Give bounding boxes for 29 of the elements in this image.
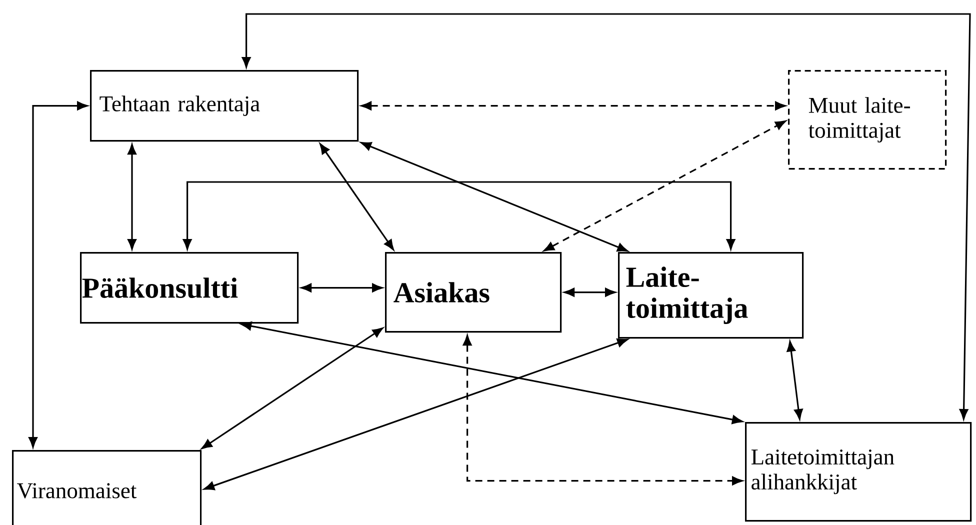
arrow — [240, 322, 743, 424]
box-label: Tehtaan rakentaja — [100, 96, 260, 116]
box — [90, 70, 359, 142]
arrow — [564, 288, 616, 297]
arrow — [462, 335, 743, 486]
box-label: Asiakas — [394, 282, 490, 302]
box — [788, 70, 947, 170]
arrow — [786, 341, 803, 420]
arrow — [128, 144, 136, 250]
box-label: Laitetoimittajan alihankkijat — [751, 449, 894, 494]
arrow — [201, 328, 384, 450]
arrow — [361, 101, 786, 110]
arrow — [301, 283, 383, 292]
arrow — [242, 13, 971, 420]
arrow — [320, 143, 394, 250]
box-label: Laite- toimittaja — [626, 266, 748, 324]
box-label: Viranomaiset — [17, 483, 137, 498]
arrow — [204, 338, 628, 490]
arrow — [544, 120, 786, 252]
box-label: Pääkonsultti — [82, 278, 238, 298]
arrow — [28, 101, 88, 448]
box — [745, 422, 972, 522]
box — [385, 252, 562, 333]
box — [80, 252, 299, 324]
box-label: Muut laite- toimittajat — [808, 97, 910, 142]
arrow — [182, 181, 736, 250]
arrow — [360, 142, 628, 252]
box — [12, 450, 202, 525]
box — [618, 252, 804, 339]
